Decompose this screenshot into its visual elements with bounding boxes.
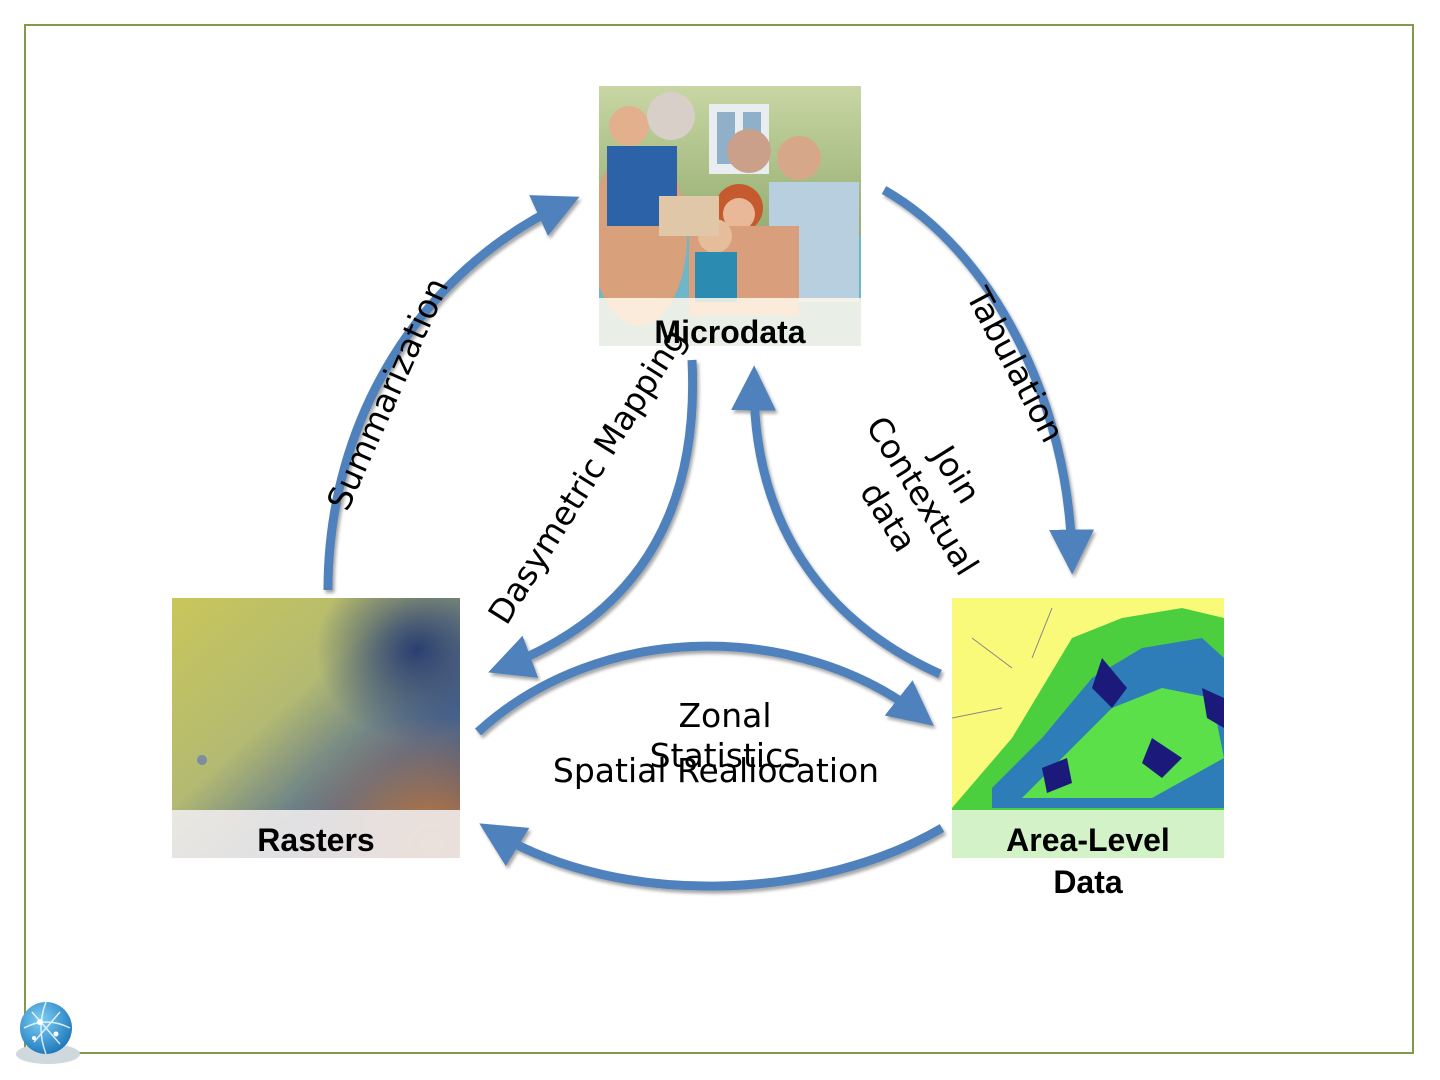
microdata-label: Microdata: [654, 314, 806, 350]
microdata-photo: [599, 86, 861, 346]
dasymetric-arrow: [488, 359, 698, 678]
rasters-label: Rasters: [257, 822, 375, 858]
join-contextual-arrow: [731, 365, 942, 679]
area-level-caption-band: [952, 810, 1224, 858]
slide-frame: [24, 24, 1414, 1054]
zonal-statistics-arrow: [474, 641, 934, 736]
spatial-reallocation-arrow: [479, 823, 945, 891]
tabulation-arrow: [881, 186, 1095, 575]
area-level-label: Area-Level Data: [1006, 822, 1170, 900]
rasters-image: [172, 598, 460, 858]
area-level-image: [952, 598, 1224, 858]
globe-logo-icon: [12, 998, 84, 1070]
rasters-caption-band: [172, 810, 460, 858]
zonal-statistics-text: Zonal Statistics: [649, 696, 801, 775]
zonal-statistics-label: Zonal Statistics: [610, 696, 840, 776]
summarization-arrow: [323, 195, 580, 591]
microdata-caption-band: [599, 298, 861, 346]
spatial-reallocation-label: Spatial Reallocation: [552, 751, 880, 790]
